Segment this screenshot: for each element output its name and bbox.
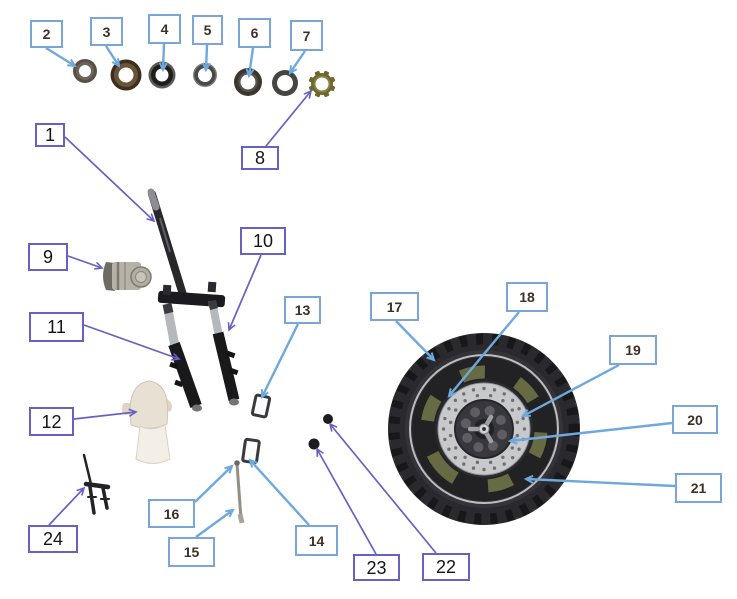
part-22-plug xyxy=(323,414,333,424)
part-15-axle-rod xyxy=(234,460,245,524)
callout-9: 9 xyxy=(28,243,68,271)
callout-7: 7 xyxy=(290,20,323,51)
callout-5: 5 xyxy=(192,15,223,45)
callout-arrow-6 xyxy=(245,47,255,79)
callout-2: 2 xyxy=(30,20,63,48)
part-10-fork-leg-right xyxy=(208,300,240,406)
callout-arrow-15 xyxy=(195,508,235,538)
callout-arrow-22 xyxy=(328,422,437,554)
callout-24: 24 xyxy=(28,525,78,553)
callout-arrow-17 xyxy=(395,320,436,362)
part-24-small-fork xyxy=(82,453,111,515)
callout-22: 22 xyxy=(422,553,470,581)
callout-15: 15 xyxy=(168,537,215,567)
part-23-plug xyxy=(308,438,320,450)
callout-arrow-3 xyxy=(104,45,121,68)
callout-19: 19 xyxy=(609,335,657,365)
callout-arrow-10 xyxy=(227,254,262,332)
callout-arrow-1 xyxy=(64,136,156,223)
callout-17: 17 xyxy=(370,292,419,321)
callout-arrow-14 xyxy=(248,458,310,526)
callout-arrow-18 xyxy=(447,311,520,398)
callout-3: 3 xyxy=(90,17,123,46)
callout-arrow-9 xyxy=(67,255,104,270)
callout-arrow-16 xyxy=(194,464,234,503)
callout-arrow-12 xyxy=(73,408,138,420)
callout-arrow-24 xyxy=(48,486,86,526)
part-6-ring xyxy=(234,68,262,96)
callout-arrow-4 xyxy=(158,43,168,73)
part-2-ring xyxy=(73,59,97,83)
callout-6: 6 xyxy=(238,18,271,48)
callout-18: 18 xyxy=(506,282,548,312)
callout-arrow-5 xyxy=(201,44,211,73)
callout-arrow-23 xyxy=(316,447,377,555)
part-1-fork-assembly xyxy=(147,188,226,308)
callout-arrow-21 xyxy=(523,474,676,488)
part-12-fender xyxy=(121,380,172,464)
callout-4: 4 xyxy=(148,14,181,44)
callout-arrow-20 xyxy=(507,421,673,445)
callout-12: 12 xyxy=(29,407,74,436)
callout-21: 21 xyxy=(675,473,722,503)
callout-10: 10 xyxy=(240,227,286,255)
part-9-clamp xyxy=(103,262,152,291)
callout-16: 16 xyxy=(148,499,195,528)
callout-20: 20 xyxy=(672,405,718,434)
part-7-ring xyxy=(272,70,298,96)
callout-13: 13 xyxy=(284,296,321,324)
callout-arrow-2 xyxy=(45,46,77,68)
callout-14: 14 xyxy=(295,525,338,556)
callout-arrow-19 xyxy=(521,363,620,418)
callout-arrow-13 xyxy=(260,323,300,400)
callout-23: 23 xyxy=(353,554,400,581)
callout-arrow-7 xyxy=(288,50,306,75)
callout-arrow-11 xyxy=(83,324,181,361)
callout-1: 1 xyxy=(35,123,65,147)
callout-arrow-8 xyxy=(265,89,313,147)
callout-11: 11 xyxy=(29,312,84,342)
callout-arrows xyxy=(45,43,676,555)
callout-8: 8 xyxy=(241,146,279,170)
